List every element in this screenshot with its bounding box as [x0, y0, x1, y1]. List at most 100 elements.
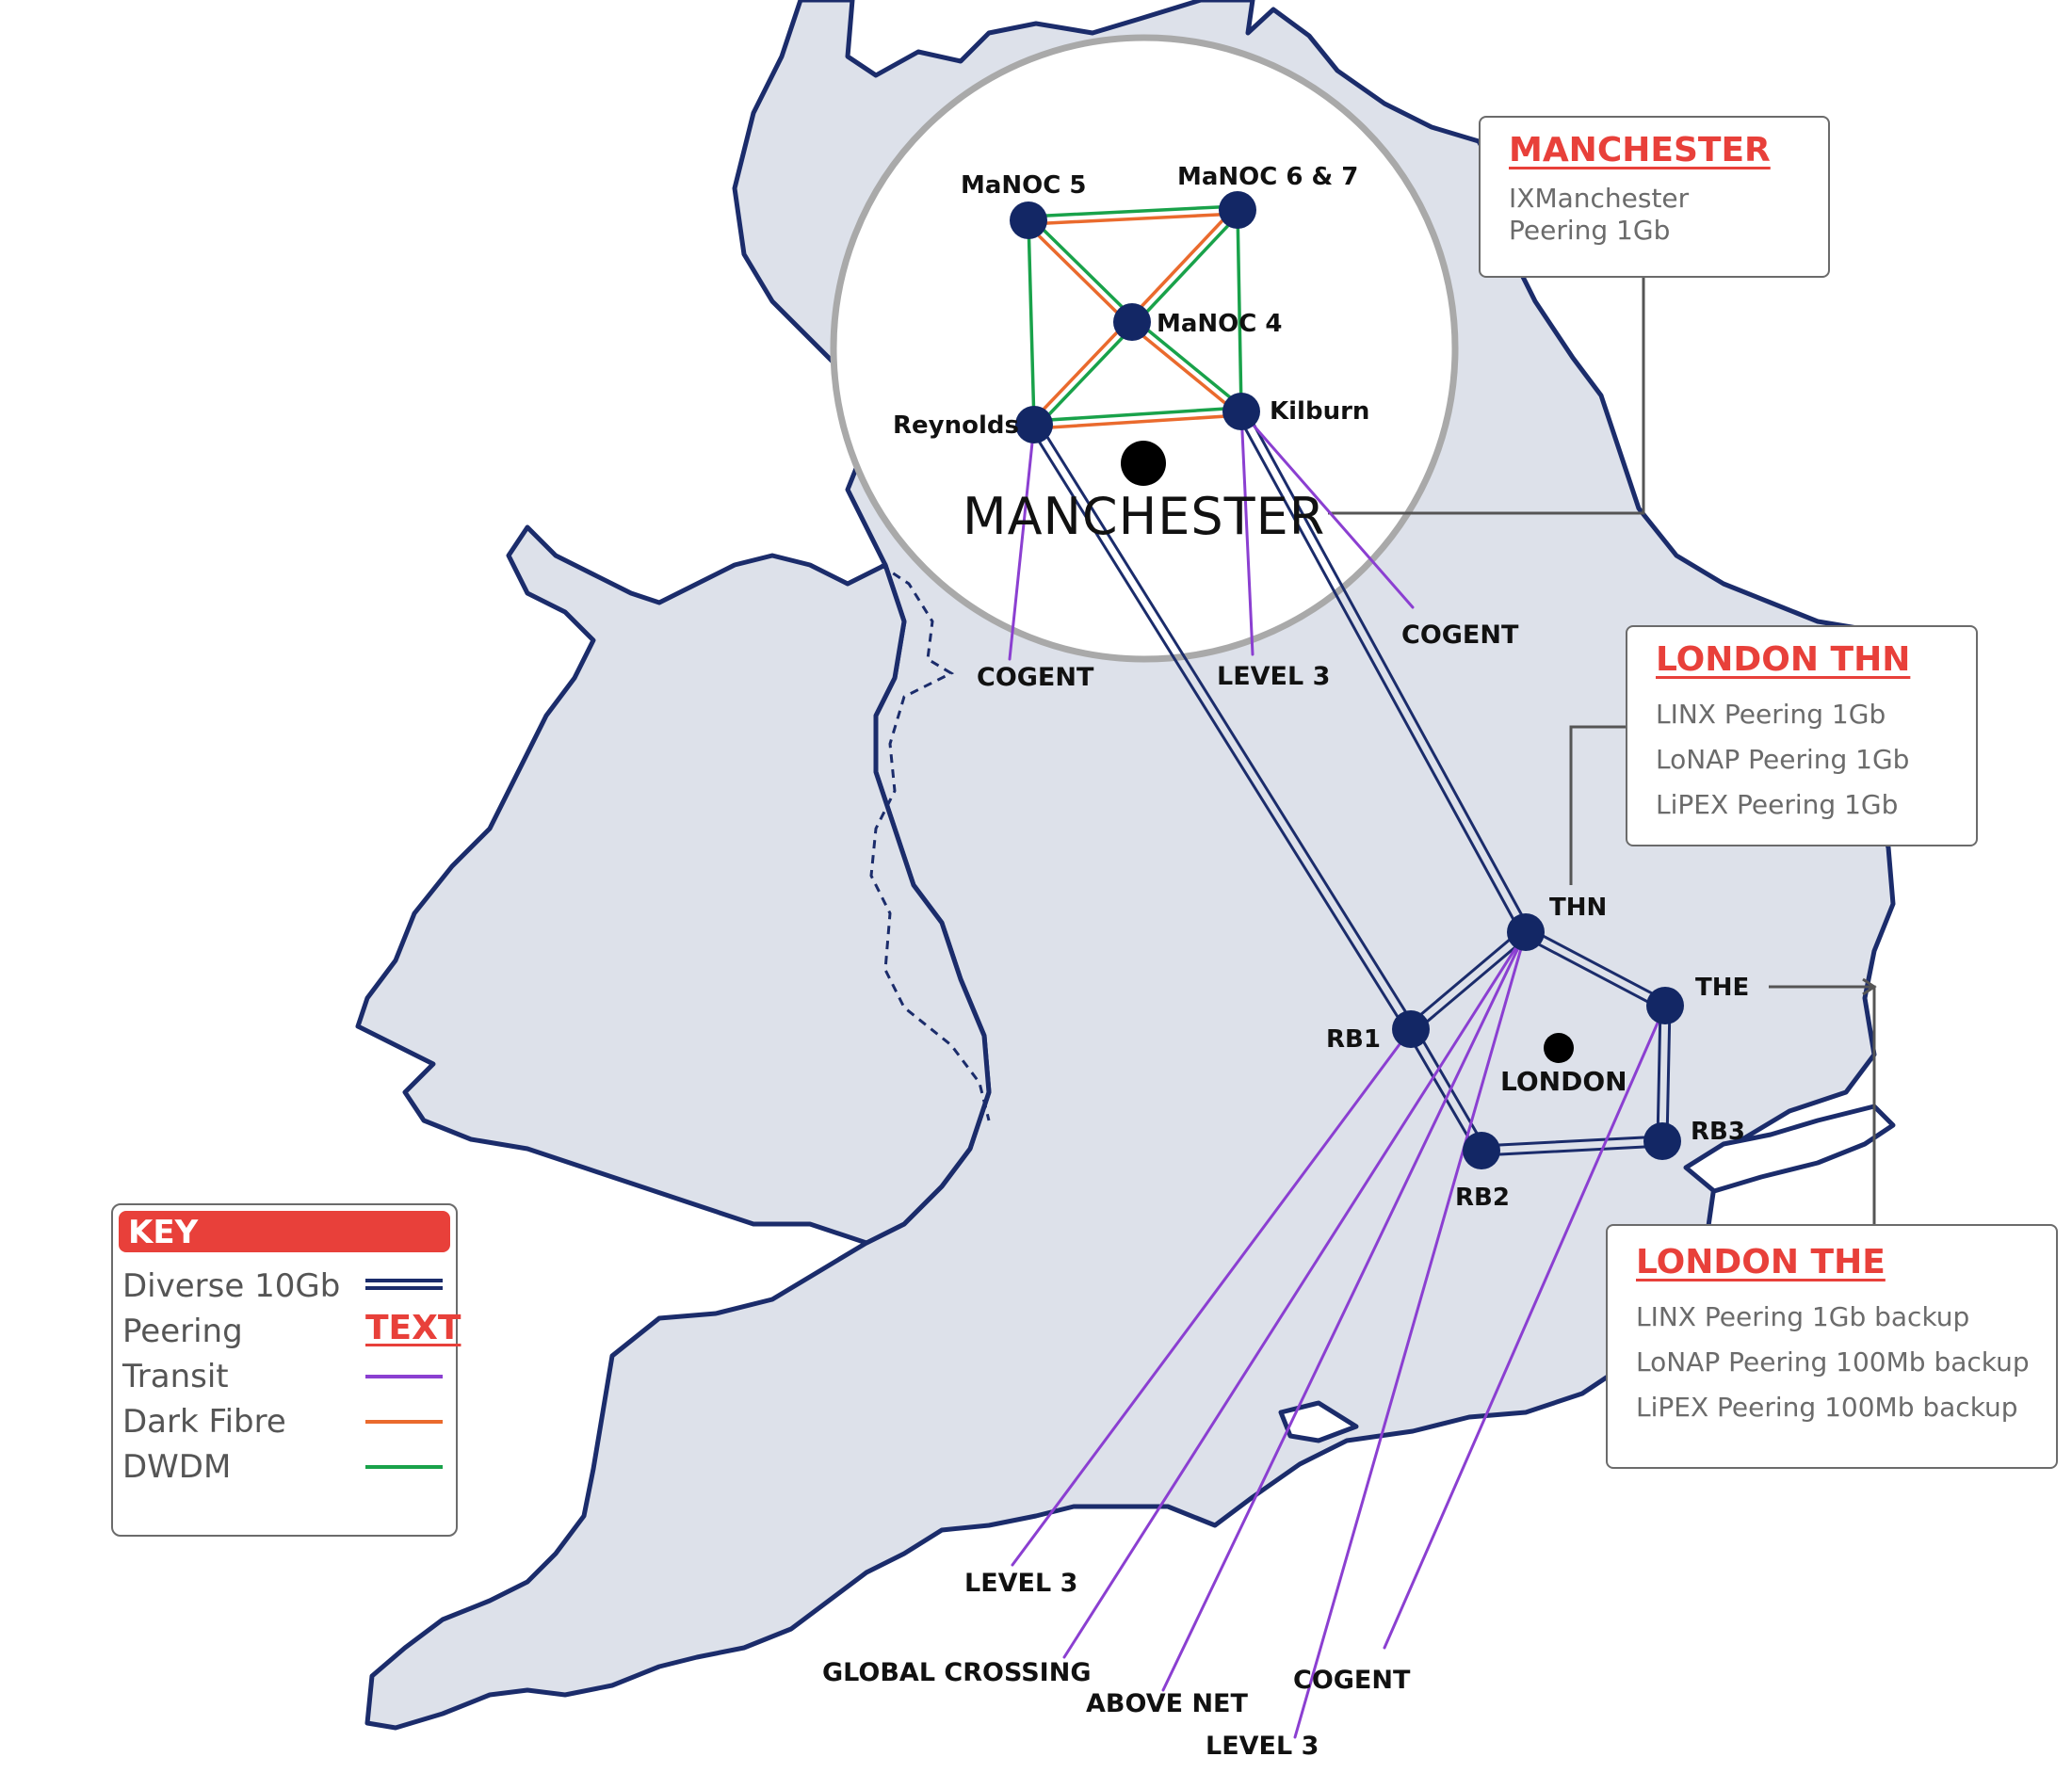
- link-manoc67-kilburn-dwdm: [1236, 208, 1243, 413]
- manchester-zoom-circle: [830, 34, 1459, 663]
- manchester-city-dot: [1121, 441, 1166, 486]
- london-thn-peering-title: LONDON THN: [1656, 640, 1911, 679]
- link-manoc5-reynolds-dwdm: [1027, 218, 1036, 427]
- thames-estuary: [1683, 1104, 1896, 1194]
- transit-label-kilburn-level3: LEVEL 3: [1217, 662, 1330, 691]
- manchester-peering-line: IXManchester: [1509, 183, 1690, 214]
- key-row-transit: Transit: [113, 1352, 456, 1397]
- link-thn-the-diverse-10gb: [1522, 934, 1665, 1011]
- transit-label-reynolds-cogent: COGENT: [977, 663, 1094, 692]
- link-rb2-rb3-diverse-10gb: [1480, 1144, 1664, 1157]
- link-manoc4-reynolds-dwdm: [1035, 323, 1137, 429]
- london-city-label: LONDON: [1500, 1066, 1627, 1097]
- transit-rb1-level3: [1011, 1027, 1413, 1567]
- key-row-dark-fibre: Dark Fibre: [113, 1397, 456, 1442]
- transit-kilburn-level3: [1239, 410, 1255, 656]
- manchester-city-label: MANCHESTER: [963, 487, 1325, 546]
- node-label-thn: THN: [1549, 894, 1607, 922]
- key-row-peering: Peering TEXT: [113, 1307, 461, 1352]
- node-label-reynolds: Reynolds: [893, 411, 1019, 440]
- transit-kilburn-cogent: [1239, 410, 1415, 609]
- double-line-icon: [365, 1279, 443, 1290]
- key-label-dark-fibre: Dark Fibre: [122, 1403, 286, 1441]
- node-rb2: [1463, 1132, 1500, 1169]
- node-kilburn: [1222, 393, 1260, 430]
- london-thn-peering-line: LoNAP Peering 1Gb: [1656, 744, 1910, 775]
- london-thn-box-leader: [1569, 725, 1627, 885]
- node-label-manoc5: MaNOC 5: [961, 171, 1087, 200]
- transit-label-london-cogent: COGENT: [1293, 1666, 1411, 1695]
- node-the: [1646, 987, 1684, 1024]
- transit-label-london-global-crossing: GLOBAL CROSSING: [822, 1658, 1091, 1687]
- dwdm-line-icon: [365, 1465, 443, 1469]
- link-manoc4-kilburn-dwdm: [1132, 317, 1246, 411]
- node-label-manoc4: MaNOC 4: [1157, 310, 1283, 338]
- peering-text-sample: TEXT: [365, 1309, 461, 1347]
- the-arrow-icon: [1862, 977, 1877, 996]
- london-thn-peering-line: LINX Peering 1Gb: [1656, 699, 1886, 730]
- node-rb3: [1643, 1122, 1681, 1160]
- london-thn-peering-box: LONDON THN LINX Peering 1Gb LoNAP Peerin…: [1626, 625, 1978, 846]
- link-kilburn-thn-diverse-10gb: [1236, 411, 1524, 936]
- node-manoc4: [1113, 303, 1151, 341]
- link-manoc67-manoc4-dwdm: [1133, 210, 1242, 327]
- node-label-manoc67: MaNOC 6 & 7: [1177, 163, 1358, 191]
- london-thn-peering-line: LiPEX Peering 1Gb: [1656, 789, 1899, 820]
- map-key: KEY Diverse 10Gb Peering TEXT Transit Da…: [111, 1203, 461, 1537]
- london-the-peering-line: LINX Peering 1Gb backup: [1636, 1301, 1970, 1332]
- node-manoc5: [1010, 201, 1047, 239]
- node-manoc67: [1219, 191, 1256, 229]
- link-thn-the-diverse-10gb: [1526, 927, 1669, 1004]
- transit-the-cogent: [1383, 1004, 1667, 1650]
- link-manoc5-manoc4-dark-fibre: [1024, 221, 1131, 327]
- link-manoc4-reynolds-dark-fibre: [1029, 317, 1131, 424]
- transit-thn-global-crossing: [1062, 930, 1528, 1659]
- link-reynolds-kilburn-dwdm: [1031, 406, 1243, 423]
- key-label-dwdm: DWDM: [122, 1448, 232, 1486]
- network-links: [1008, 204, 1672, 1739]
- key-label-peering: Peering: [122, 1313, 243, 1350]
- transit-thn-level3: [1293, 930, 1528, 1739]
- node-label-rb3: RB3: [1691, 1118, 1745, 1146]
- node-label-the: THE: [1695, 974, 1749, 1002]
- transit-reynolds-cogent: [1008, 423, 1036, 661]
- link-reynolds-rb1-diverse-10gb: [1028, 426, 1409, 1034]
- transit-label-london-level3-b: LEVEL 3: [1206, 1732, 1319, 1761]
- london-the-peering-line: LoNAP Peering 100Mb backup: [1636, 1346, 2030, 1378]
- london-city-dot: [1544, 1033, 1574, 1063]
- transit-thn-above-net: [1161, 930, 1528, 1692]
- link-kilburn-thn-diverse-10gb: [1243, 408, 1531, 932]
- link-manoc67-manoc4-dark-fibre: [1127, 205, 1237, 322]
- link-thn-rb1-diverse-10gb: [1412, 934, 1530, 1035]
- node-rb1: [1392, 1010, 1430, 1048]
- london-the-peering-box: LONDON THE LINX Peering 1Gb backup LoNAP…: [1606, 1224, 2058, 1469]
- key-title: KEY: [119, 1211, 450, 1252]
- solent-coast: [1278, 1400, 1359, 1443]
- link-rb2-rb3-diverse-10gb: [1480, 1135, 1664, 1148]
- node-reynolds: [1015, 406, 1053, 443]
- link-manoc5-manoc67-dark-fibre: [1027, 212, 1239, 226]
- link-thn-rb1-diverse-10gb: [1406, 927, 1525, 1027]
- link-reynolds-kilburn-dark-fibre: [1032, 413, 1244, 430]
- dark-fibre-line-icon: [365, 1420, 443, 1424]
- link-the-rb3-diverse-10gb: [1656, 1004, 1662, 1143]
- key-label-diverse: Diverse 10Gb: [122, 1267, 341, 1305]
- transit-label-london-above-net: ABOVE NET: [1086, 1689, 1248, 1718]
- transit-label-london-level3-a: LEVEL 3: [964, 1569, 1077, 1598]
- manchester-peering-box: MANCHESTER IXManchester Peering 1Gb: [1479, 116, 1830, 278]
- node-thn: [1507, 913, 1545, 951]
- node-label-rb1: RB1: [1326, 1025, 1381, 1054]
- manchester-box-leader: [1328, 273, 1645, 515]
- manchester-peering-title: MANCHESTER: [1509, 131, 1771, 169]
- transit-label-kilburn-cogent: COGENT: [1401, 621, 1519, 650]
- wales-border: [869, 563, 991, 1121]
- key-label-transit: Transit: [122, 1358, 229, 1395]
- link-the-rb3-diverse-10gb: [1665, 1004, 1672, 1143]
- link-reynolds-rb1-diverse-10gb: [1036, 420, 1416, 1028]
- london-the-peering-title: LONDON THE: [1636, 1243, 1886, 1281]
- manchester-peering-line: Peering 1Gb: [1509, 215, 1671, 246]
- node-label-kilburn: Kilburn: [1270, 397, 1369, 426]
- node-label-rb2: RB2: [1455, 1184, 1510, 1212]
- key-row-dwdm: DWDM: [113, 1442, 456, 1488]
